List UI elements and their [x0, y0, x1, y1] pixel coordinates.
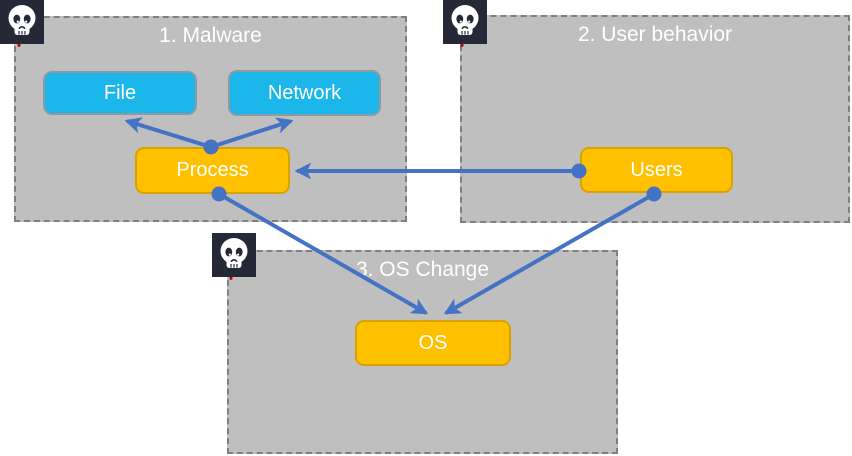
skull-icon — [0, 0, 44, 47]
node-network[interactable]: Network — [228, 70, 381, 116]
node-os-label: OS — [418, 331, 448, 354]
node-network-label: Network — [267, 81, 342, 104]
node-file-label: File — [103, 81, 137, 104]
node-file[interactable]: File — [43, 71, 197, 115]
skull-icon — [443, 0, 487, 47]
skull-icon — [212, 233, 256, 280]
node-users[interactable]: Users — [580, 147, 733, 193]
node-process-label: Process — [176, 159, 249, 181]
group-user-behavior-title: 2. User behavior — [577, 23, 733, 46]
group-os-change-title: 3. OS Change — [355, 258, 490, 281]
node-users-label: Users — [630, 158, 683, 181]
group-malware-title: 1. Malware — [159, 24, 262, 47]
node-process[interactable]: Process — [135, 147, 290, 194]
node-os[interactable]: OS — [355, 320, 511, 366]
